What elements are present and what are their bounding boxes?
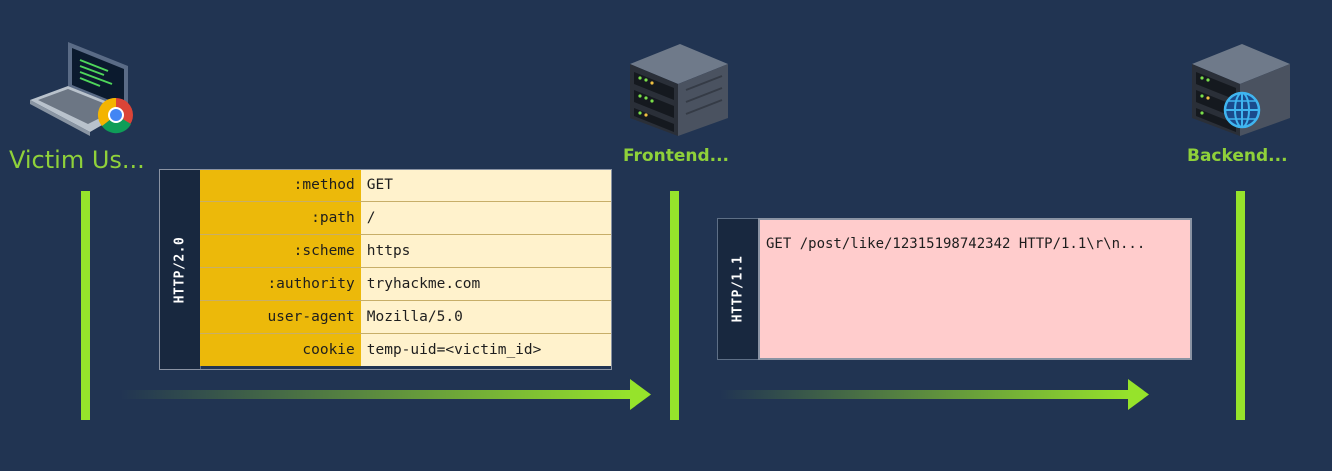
http2-protocol-label: HTTP/2.0 (172, 236, 188, 303)
frontend-label: Frontend... (623, 146, 729, 166)
http11-request-line: GET /post/like/12315198742342 HTTP/1.1\r… (766, 236, 1146, 252)
http2-header-key: :scheme (200, 234, 361, 268)
victim-lifeline (81, 191, 90, 420)
http2-header-row: :path/ (200, 201, 612, 235)
frontend-lifeline (670, 191, 679, 420)
server-globe-icon (1192, 44, 1290, 136)
http11-request-box: GET /post/like/12315198742342 HTTP/1.1\r… (758, 218, 1192, 360)
victim-label: Victim Us... (9, 146, 145, 174)
http2-header-key: :method (200, 169, 361, 202)
http2-header-key: cookie (200, 333, 361, 366)
http2-header-value: GET (360, 169, 612, 202)
backend-label: Backend... (1187, 146, 1288, 166)
http2-header-key: :path (200, 201, 361, 235)
frontend-to-backend-arrow (720, 379, 1149, 410)
server-rack-icon (630, 44, 728, 136)
http2-header-value: tryhackme.com (360, 267, 612, 301)
http2-header-value: / (360, 201, 612, 235)
backend-lifeline (1236, 191, 1245, 420)
http2-header-key: user-agent (200, 300, 361, 334)
http2-header-value: Mozilla/5.0 (360, 300, 612, 334)
laptop-chrome-icon (30, 42, 133, 136)
http2-header-key: :authority (200, 267, 361, 301)
http11-protocol-bar: HTTP/1.1 (717, 218, 759, 360)
http2-header-value: https (360, 234, 612, 268)
victim-to-frontend-arrow (120, 379, 651, 410)
http2-protocol-bar: HTTP/2.0 (159, 169, 201, 370)
http11-protocol-label: HTTP/1.1 (730, 255, 746, 323)
http2-header-value: temp-uid=<victim_id> (360, 333, 612, 366)
